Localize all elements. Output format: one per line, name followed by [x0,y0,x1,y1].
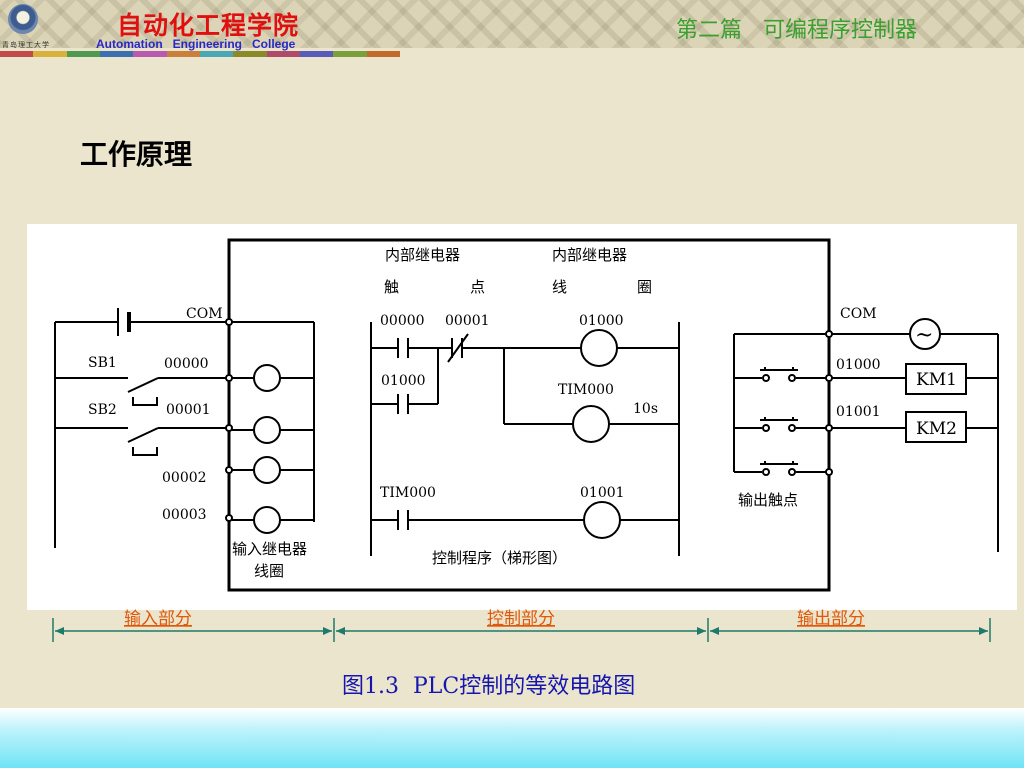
input-coil-00003 [253,506,281,534]
ladder-program [370,322,680,556]
figure-caption: 图1.3 PLC控制的等效电路图 [342,674,636,699]
coil-header-line2-b: 圈 [637,278,652,296]
input-com-label: COM [186,306,223,322]
contact-header-line1: 内部继电器 [385,246,460,264]
coil-header-line2-a: 线 [552,278,567,296]
plc-box [227,238,831,592]
page-heading: 工作原理 [80,138,193,171]
college-name-cn: 自动化工程学院 [117,11,300,40]
input-coil-label-line2: 线圈 [254,562,284,580]
load-km2 [905,411,967,443]
input-address-00002: 00002 [162,470,207,486]
section-title: 第二篇 可编程序控制器 [676,18,917,43]
contact-00001-label: 00001 [445,313,490,329]
switch-label-sb1: SB1 [88,355,117,371]
coil-header-line1: 内部继电器 [552,246,627,264]
coil-01001 [583,501,621,539]
load-km1 [905,363,967,395]
header-banner [0,0,1024,48]
footer-gradient-band [0,708,1024,768]
output-circuit [733,330,999,552]
switch-label-sb2: SB2 [88,402,117,418]
section-label-output: 输出部分 [797,609,865,629]
decorative-color-strip [0,51,400,57]
plc-equivalent-circuit-diagram: COM SB1 SB2 00000 00001 00002 00003 输入继电… [27,224,1017,610]
input-address-00003: 00003 [162,507,207,523]
contact-00000-label: 00000 [380,313,425,329]
contact-header-line2-b: 点 [470,278,485,296]
section-label-control: 控制部分 [487,609,555,629]
input-coil-label-line1: 输入继电器 [232,540,307,558]
college-name-en: Automation Engineering College [96,37,296,51]
seal-contact-label: 01000 [381,373,426,389]
ac-symbol: ~ [915,323,933,348]
coil-01000-label: 01000 [579,313,624,329]
output-contacts-label: 输出触点 [738,491,798,509]
section-dimension-bars: 输入部分 控制部分 输出部分 [52,609,991,642]
output-address-01000: 01000 [836,357,881,373]
coil-01000 [580,329,618,367]
coil-tim000 [572,405,610,443]
load-km1-label: KM1 [916,370,957,390]
timer-contact-label: TIM000 [380,485,436,501]
load-km2-label: KM2 [916,419,957,439]
output-address-01001: 01001 [836,404,881,420]
university-logo [8,4,38,34]
ladder-program-label: 控制程序（梯形图） [432,549,567,567]
input-address-00001: 00001 [166,402,211,418]
timer-coil-label: TIM000 [558,382,614,398]
input-coil-00002 [253,456,281,484]
timer-value-label: 10s [633,401,658,417]
input-address-00000: 00000 [164,356,209,372]
ac-source-symbol [909,318,941,350]
university-name: 青岛理工大学 [2,41,50,49]
coil-01001-label: 01001 [580,485,625,501]
input-coil-00001 [253,416,281,444]
output-com-label: COM [840,306,877,322]
contact-header-line2-a: 触 [384,278,399,296]
section-label-input: 输入部分 [124,609,192,629]
input-circuit [54,308,315,548]
input-coil-00000 [253,364,281,392]
